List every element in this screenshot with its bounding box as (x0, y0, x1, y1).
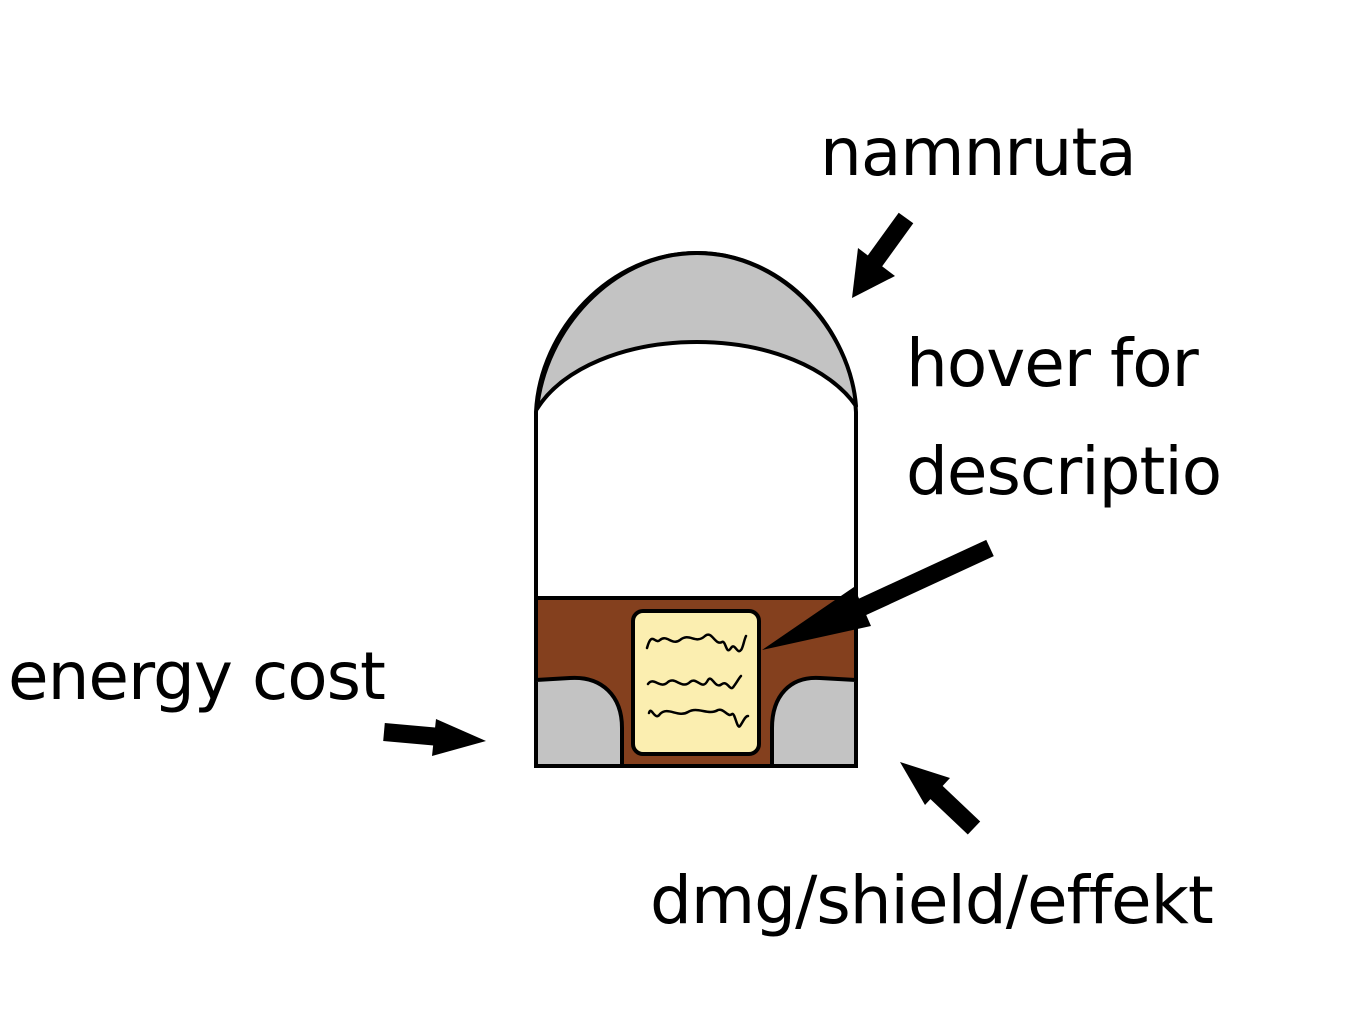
name-slot-label: namnruta (820, 114, 1137, 191)
energy-slot (534, 675, 624, 768)
description-scribble (645, 633, 750, 728)
effect-label: dmg/shield/effekt (650, 862, 1214, 939)
name-cap (535, 251, 858, 411)
arrow-energy-icon (383, 719, 486, 756)
energy-cost-label: energy cost (8, 638, 386, 715)
effect-slot (770, 675, 858, 768)
arrow-hover-icon (762, 539, 994, 650)
arrow-name-icon (852, 212, 914, 298)
arrow-effect-icon (900, 762, 981, 835)
hover-description-label: hover for descriptio (906, 325, 1222, 510)
